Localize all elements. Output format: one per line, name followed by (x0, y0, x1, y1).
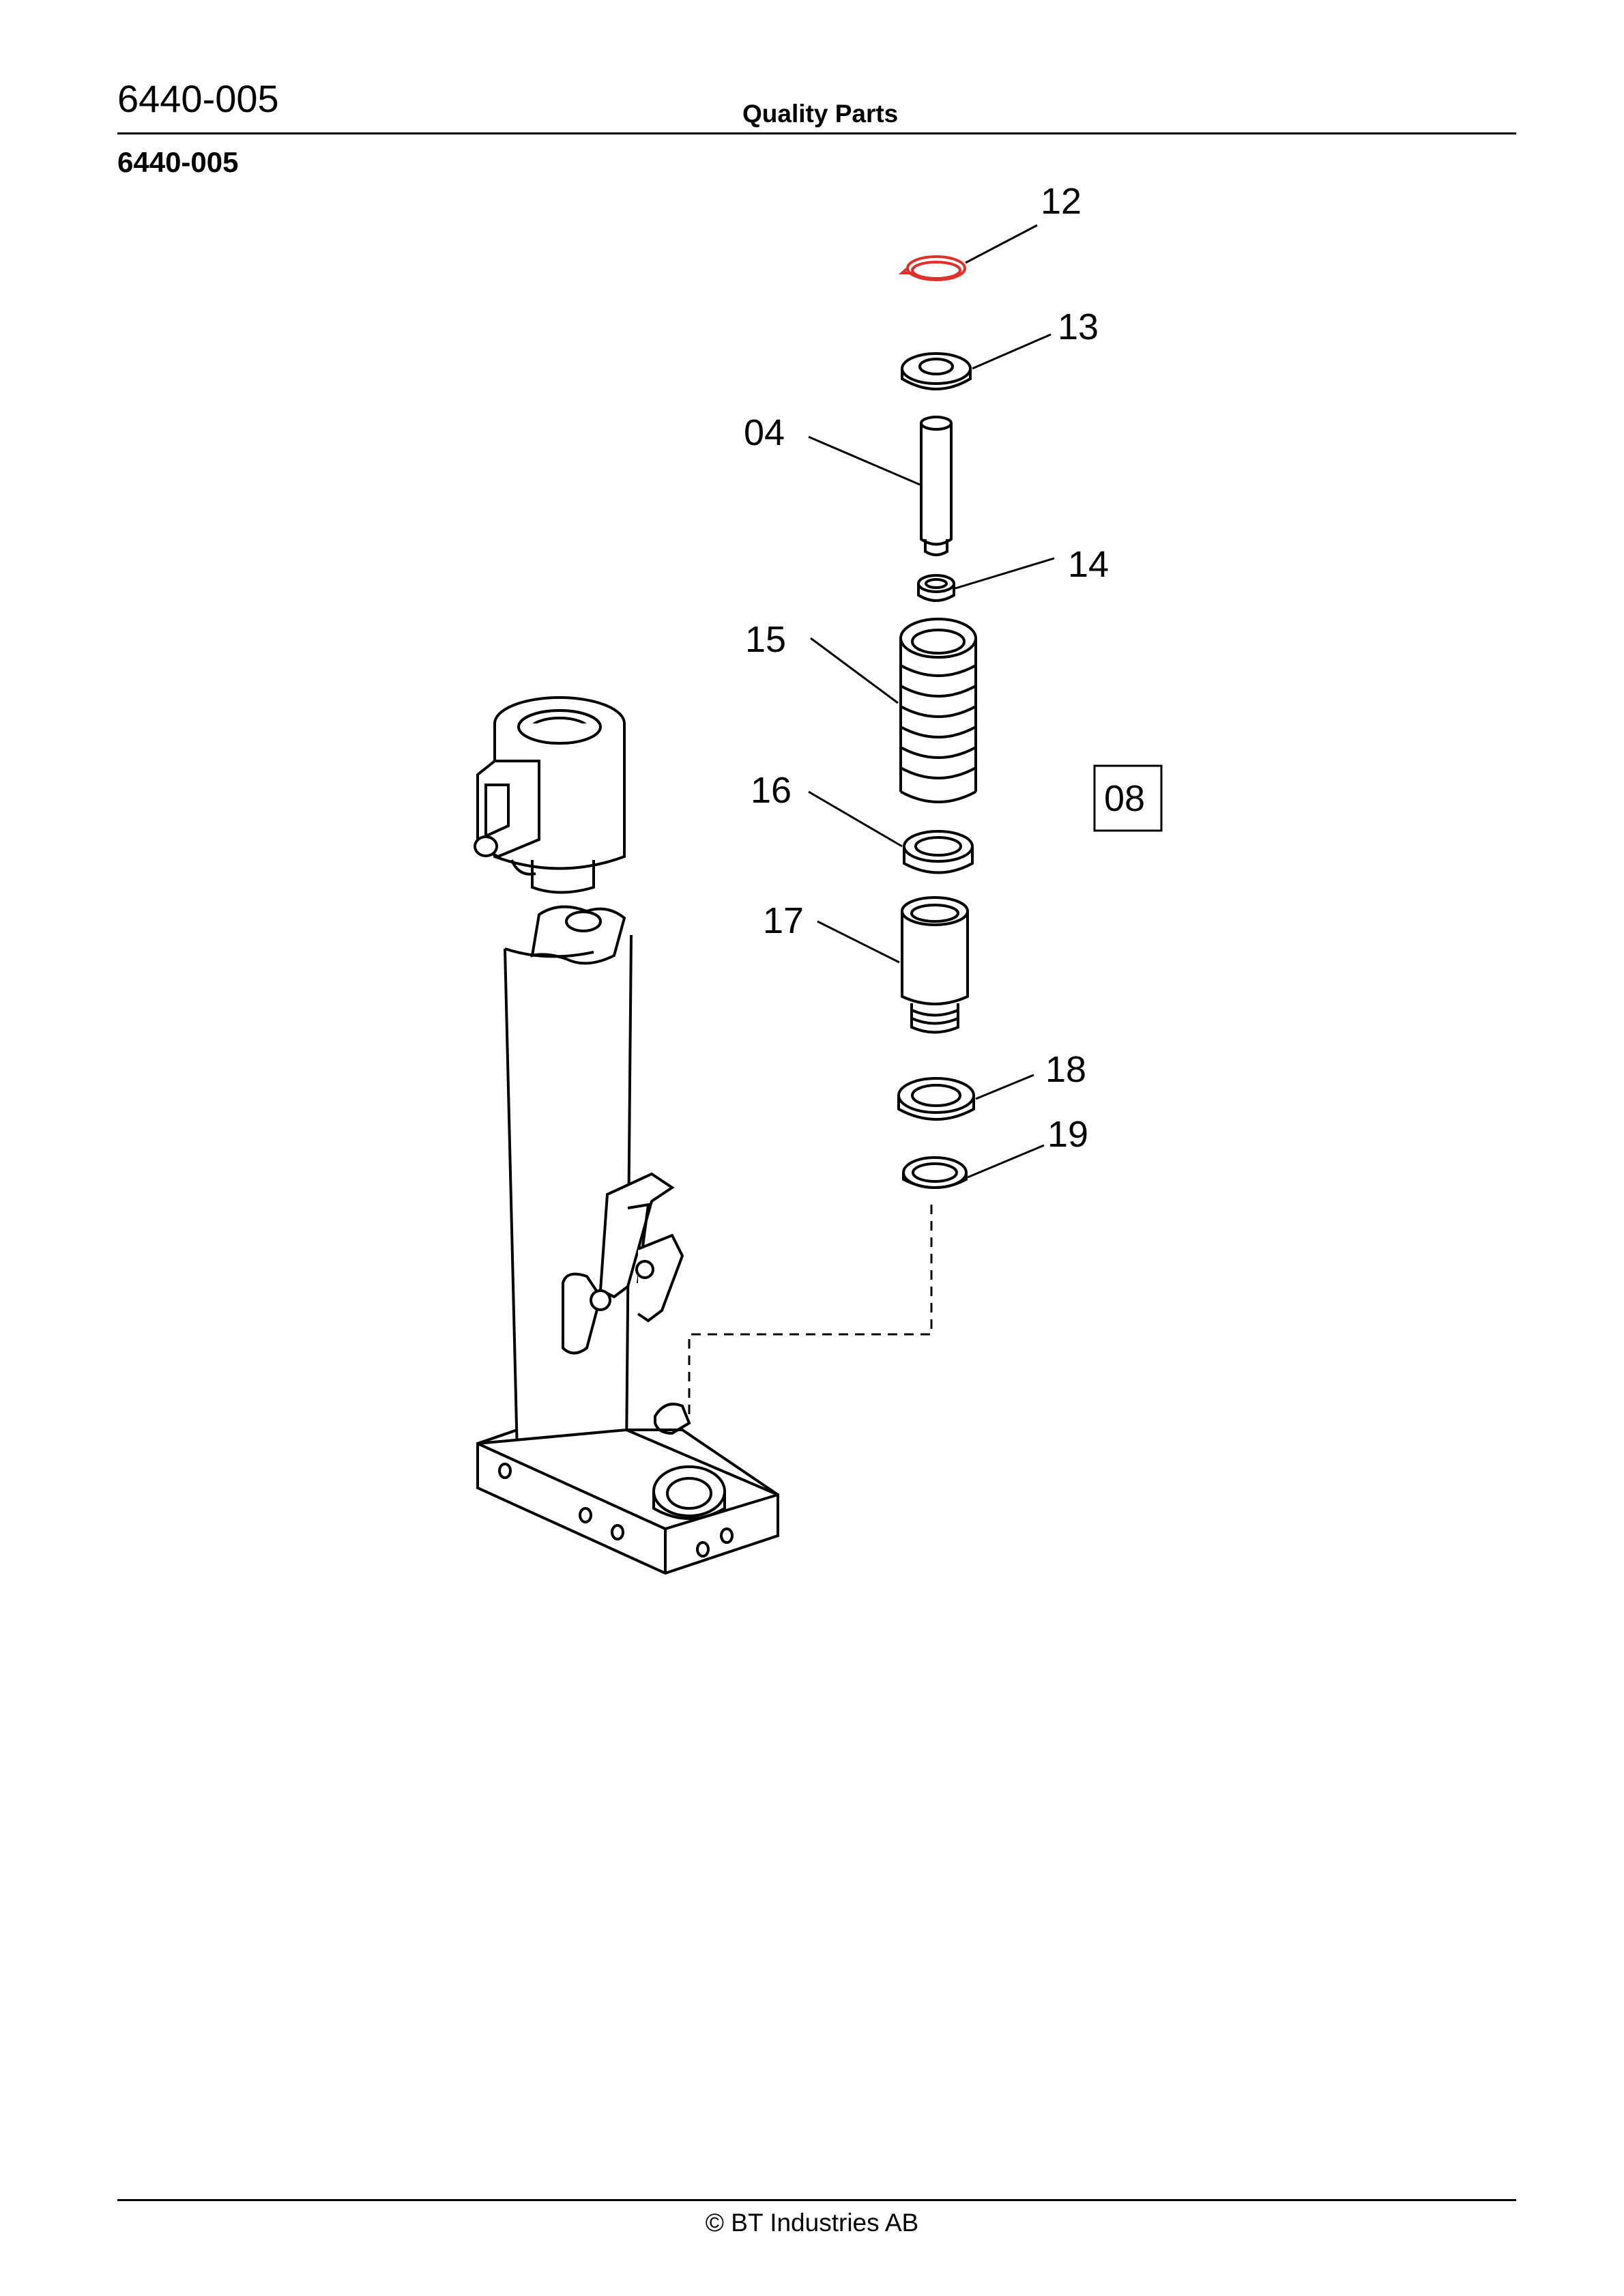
callout-12: 12 (1041, 181, 1082, 222)
column-assembly (474, 696, 779, 1575)
callout-labels: 12 13 04 14 15 16 17 18 19 08 (744, 181, 1145, 1155)
callout-15: 15 (745, 619, 786, 660)
group-box (1093, 764, 1163, 832)
callout-17: 17 (763, 900, 804, 941)
page-title: 6440-005 (117, 146, 239, 178)
part-17-sleeve (901, 896, 969, 1034)
part-04-pin (920, 416, 953, 556)
part-12-circlip (898, 255, 966, 281)
callout-16: 16 (751, 770, 792, 811)
doc-number: 6440-005 (117, 77, 279, 120)
group-box-label: 08 (1104, 778, 1145, 819)
copyright: © BT Industries AB (705, 2209, 919, 2237)
part-19-oring (902, 1156, 968, 1189)
part-15-spring (899, 618, 977, 803)
callout-13: 13 (1058, 306, 1099, 347)
brand-label: Quality Parts (742, 100, 899, 128)
callout-14: 14 (1068, 544, 1109, 585)
assembly-guide-line (688, 1205, 933, 1416)
footer-divider (117, 2199, 1516, 2201)
callout-18: 18 (1045, 1049, 1086, 1090)
callout-04: 04 (744, 412, 785, 453)
callout-19: 19 (1047, 1114, 1088, 1155)
part-18-washer (897, 1077, 975, 1121)
part-14-ring (917, 574, 955, 602)
part-16-bushing (903, 830, 974, 874)
header-divider (117, 132, 1516, 134)
part-13-washer (901, 352, 972, 390)
